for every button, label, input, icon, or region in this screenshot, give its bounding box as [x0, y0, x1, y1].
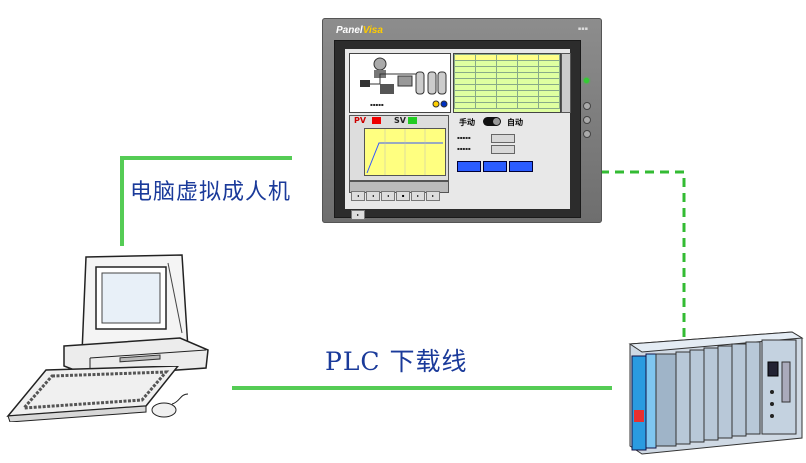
- field-value-box: [491, 145, 515, 154]
- hmi-brand-logo: PanelVisa: [336, 25, 383, 36]
- plc-rack: [628, 331, 804, 455]
- field-label: ▪▪▪▪▪: [457, 135, 471, 140]
- trend-panel: PV SV: [349, 115, 449, 181]
- trend-chart: [364, 128, 446, 176]
- status-led: [584, 78, 589, 83]
- pv-label: PV: [354, 116, 367, 125]
- screen-button: [509, 161, 533, 172]
- data-table: [453, 53, 561, 113]
- trend-nav-bar: ◂◂◂▪▸▸▸: [349, 181, 449, 220]
- control-panel: 手动 自动 ▪▪▪▪▪ ▪▪▪▪▪: [453, 115, 569, 209]
- screen-button: [457, 161, 481, 172]
- hmi-bezel: ▪▪▪▪▪ PV SV: [334, 40, 581, 220]
- sv-indicator: [408, 117, 417, 124]
- hmi-link-label: 电脑虚拟成人机: [130, 180, 292, 205]
- screen-button: [483, 161, 507, 172]
- panel-button: [583, 116, 591, 124]
- hmi-to-pc-line: [120, 156, 292, 246]
- field-label: ▪▪▪▪▪: [457, 146, 471, 151]
- panel-button: [583, 102, 591, 110]
- hmi-screen: ▪▪▪▪▪ PV SV: [345, 49, 571, 220]
- process-schematic-drawing: [360, 57, 448, 108]
- process-schematic: ▪▪▪▪▪: [349, 53, 451, 113]
- sv-label: SV: [394, 116, 406, 125]
- computer-monitor: [81, 254, 189, 358]
- computer-keyboard: [6, 366, 179, 422]
- plc-to-hmi-dashed-line: [600, 170, 686, 344]
- table-scrollbar: [561, 53, 571, 113]
- panel-button: [583, 130, 591, 138]
- pv-indicator: [372, 117, 381, 124]
- schematic-caption: ▪▪▪▪▪: [370, 102, 384, 107]
- auto-label: 自动: [507, 118, 523, 127]
- computer-mouse: [151, 393, 189, 418]
- hmi-model-mark: ▪▪▪: [577, 26, 588, 32]
- hmi-touch-panel: PanelVisa ▪▪▪ ▪▪▪▪▪: [322, 18, 602, 223]
- field-value-box: [491, 134, 515, 143]
- plc-cable-label: PLC 下载线: [325, 347, 468, 376]
- trend-line: [366, 129, 443, 175]
- mode-switch: [483, 117, 501, 126]
- manual-label: 手动: [459, 118, 475, 127]
